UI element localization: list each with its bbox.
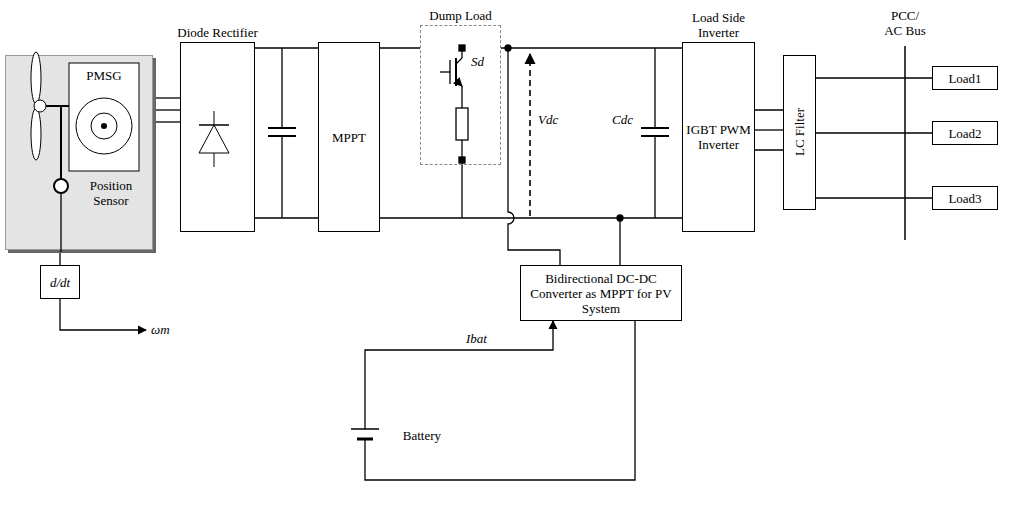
load-box: Load2 [932, 121, 998, 145]
connector-wire [59, 250, 60, 265]
drawing-stroke [380, 217, 682, 218]
drawing-stroke [153, 97, 180, 98]
drawing-stroke [529, 54, 531, 216]
drawing-stroke [34, 100, 46, 112]
converter-box: Bidirectional DC-DC Converter as MPPT fo… [520, 265, 682, 321]
drawing-stroke [456, 80, 462, 86]
block-label: MPPT [332, 130, 366, 145]
drawing-stroke [31, 52, 41, 104]
block-heading: Diode Rectifier [176, 25, 259, 40]
drawing-stroke [281, 48, 282, 128]
block-heading: Dump Load [416, 8, 505, 23]
drawing-stroke [91, 113, 117, 139]
drawing-stroke [60, 193, 61, 252]
drawing-stroke [440, 71, 450, 72]
derivative-block: d/dt [40, 265, 80, 299]
connector-wire [255, 47, 318, 48]
battery: Battery [345, 415, 445, 455]
bus-label: PCC/ AC Bus [883, 8, 927, 38]
filter-box: LC Filter [783, 55, 816, 210]
load-box: Load1 [932, 66, 998, 90]
drawing-stroke [153, 121, 180, 122]
dc-link-capacitor [641, 48, 669, 218]
ac-bus-line [904, 46, 906, 240]
drawing-stroke [459, 45, 465, 51]
connector-wire [365, 321, 553, 415]
inverter-box: Load Side InverterIGBT PWM Inverter [682, 42, 755, 232]
signal-label: Vdc [538, 112, 558, 127]
drawing-stroke [459, 157, 465, 163]
drawing-stroke [46, 105, 69, 107]
drawing-stroke [455, 58, 457, 86]
rectifier-box-symbol [181, 43, 254, 231]
drawing-stroke [461, 86, 462, 108]
load-box: Load3 [932, 186, 998, 210]
connector-wire [380, 47, 420, 48]
connector-wire [816, 197, 932, 198]
drawing-stroke [281, 136, 282, 218]
drawing-stroke [654, 48, 655, 128]
drawing-stroke [365, 321, 635, 480]
rectifier-box: Diode Rectifier [180, 42, 255, 232]
connector-wire [501, 47, 682, 48]
signal-label: Sd [471, 54, 484, 69]
block-label: Battery [403, 428, 441, 443]
drawing-stroke [654, 136, 655, 218]
drawing-stroke [101, 123, 107, 129]
block-label: Bidirectional DC-DC Converter as MPPT fo… [521, 271, 681, 316]
block-label: IGBT PWM Inverter [683, 122, 754, 152]
drawing-stroke [641, 127, 669, 129]
generator-panel-symbol [6, 56, 152, 249]
drawing-stroke [199, 125, 229, 153]
drawing-stroke [508, 48, 560, 265]
drawing-stroke [461, 140, 462, 218]
block-heading: Load Side Inverter [678, 10, 759, 40]
drawing-stroke [617, 215, 623, 221]
three-phase-lines [153, 98, 180, 122]
drawing-stroke [364, 439, 365, 455]
drawing-stroke [60, 106, 62, 179]
block-label: PMSG [69, 68, 139, 83]
speed-signal-arrow [60, 299, 146, 330]
drawing-stroke [31, 108, 41, 160]
converter-wires [365, 45, 635, 480]
block-label: Position Sensor [72, 178, 150, 208]
drawing-stroke [364, 415, 365, 429]
drawing-stroke [619, 218, 620, 265]
block-label: Load2 [948, 126, 981, 141]
current-label: Ibat [466, 331, 487, 346]
block-label: d/dt [50, 275, 70, 290]
signal-label: ωm [151, 322, 170, 337]
mppt-box: MPPT [318, 42, 380, 232]
drawing-stroke [268, 127, 296, 129]
drawing-stroke [904, 46, 906, 240]
generator-panel: PMSG Position Sensor [5, 55, 153, 250]
connector-wire [153, 109, 180, 110]
dump-load-box: Dump Load [420, 25, 501, 165]
rectifier-capacitor [268, 48, 296, 218]
drawing-stroke [76, 98, 132, 154]
vdc-arrow [529, 54, 531, 216]
block-label: Load3 [948, 191, 981, 206]
drawing-stroke [69, 63, 139, 171]
drawing-stroke [351, 428, 379, 430]
dump-load-switch [440, 45, 468, 218]
drawing-stroke [456, 108, 468, 140]
block-label: Load1 [948, 71, 981, 86]
connector-wire [816, 132, 932, 133]
block-label: LC Filter [792, 108, 807, 156]
connector-wire [755, 129, 783, 130]
connector-wire [816, 77, 932, 78]
drawing-stroke [60, 299, 146, 330]
drawing-stroke [54, 179, 68, 193]
signal-label: Cdc [612, 112, 633, 127]
